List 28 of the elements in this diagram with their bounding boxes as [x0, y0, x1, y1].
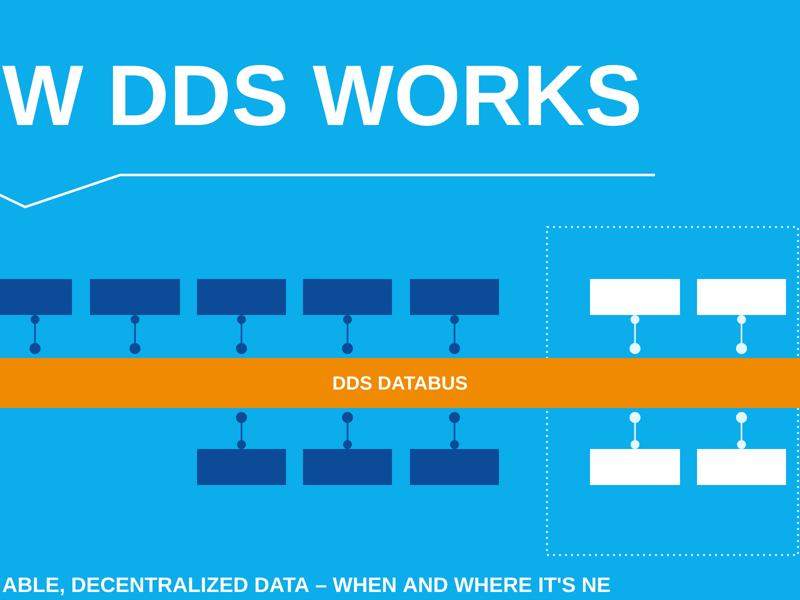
connector — [449, 315, 460, 354]
node-box — [410, 279, 499, 315]
connector — [236, 315, 247, 354]
node-box — [0, 279, 72, 315]
node-box — [90, 279, 180, 315]
node-box — [197, 449, 286, 485]
subtitle: ABLE, DECENTRALIZED DATA – WHEN AND WHERE IT'S NE — [2, 577, 610, 596]
node-box — [410, 449, 499, 485]
connector — [130, 315, 140, 354]
node-box — [590, 449, 680, 485]
connector — [342, 315, 353, 354]
connector — [736, 412, 747, 449]
connector — [630, 315, 640, 354]
node-box — [303, 449, 392, 485]
node-box — [303, 279, 392, 315]
dotted-frame — [546, 226, 799, 556]
node-box — [697, 279, 786, 315]
node-box — [590, 279, 680, 315]
databus-bar: DDS DATABUS — [0, 358, 800, 408]
node-box — [697, 449, 786, 485]
node-box — [197, 279, 286, 315]
connector — [342, 412, 353, 449]
connector — [236, 412, 247, 449]
connector — [736, 315, 747, 354]
title: W DDS WORKS — [2, 64, 639, 126]
connector — [30, 315, 40, 354]
connector — [449, 412, 460, 449]
connector — [630, 412, 640, 449]
